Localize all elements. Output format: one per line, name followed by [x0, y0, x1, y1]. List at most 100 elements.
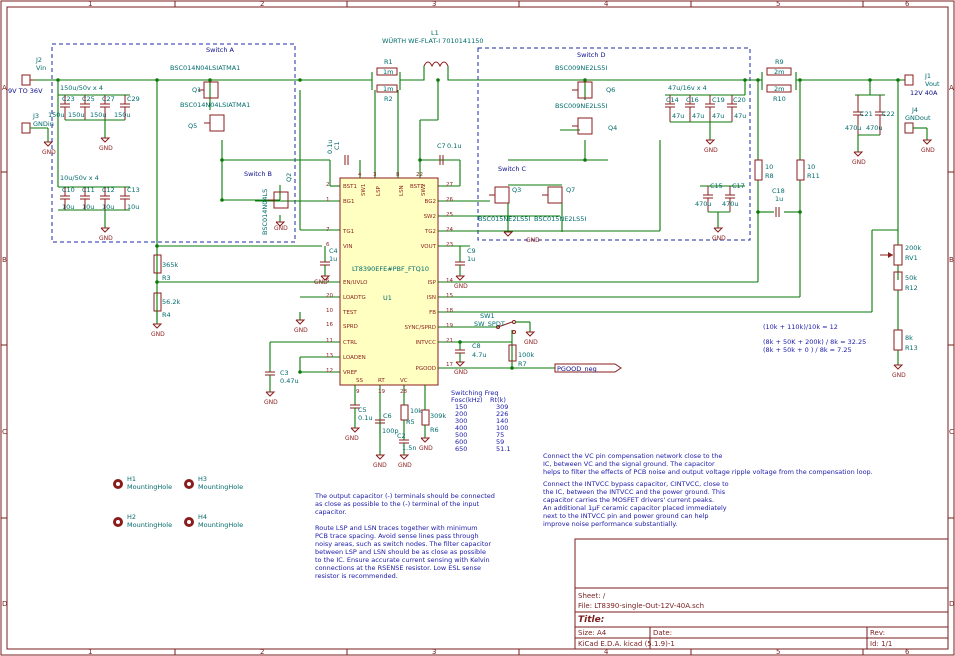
resistor-r2[interactable]: 1m R2	[376, 84, 398, 103]
svg-text:59: 59	[496, 438, 504, 446]
gnd-c2: GND	[398, 462, 412, 469]
c20-ref: C20	[733, 96, 746, 104]
capacitor-c9[interactable]: C9 1u	[455, 247, 476, 276]
c29-value: 150u	[114, 111, 131, 119]
resistor-r4[interactable]: 56.2k R4	[153, 292, 180, 324]
capacitor-c1[interactable]: 0.1u C1	[326, 140, 349, 165]
svg-text:Switching Freq: Switching Freq	[451, 389, 499, 397]
svg-text:500: 500	[455, 431, 467, 439]
row-label-b: B	[2, 256, 7, 264]
mosfet-q3[interactable]: Q3 BSC015NE2LS5I	[478, 186, 530, 223]
svg-text:MountingHole: MountingHole	[198, 521, 243, 529]
svg-text:19: 19	[378, 389, 385, 395]
mosfet-q4[interactable]: Q4 BSC009NE2LS5I	[555, 102, 617, 135]
svg-text:BSC015NE2LS5I: BSC015NE2LS5I	[534, 215, 586, 223]
mounting-hole-h2: H2 MountingHole	[113, 513, 172, 529]
input-bulk-caps: 150u/50v x 4 C23 C25 C27 C29 150u 150u 1…	[48, 84, 140, 138]
feedback-equations: (10k + 110k)/10k = 12 (8k + 50K + 200k) …	[763, 323, 866, 354]
resistor-r6[interactable]: 309k R6	[421, 409, 446, 438]
connector-j2[interactable]: J2 Vin 9V TO 36V	[8, 56, 46, 95]
col-label-2-bottom: 2	[260, 648, 264, 656]
capacitor-c8[interactable]: C8 4.7u	[455, 342, 486, 362]
svg-text:1u: 1u	[329, 255, 337, 263]
resistor-r1[interactable]: R1 1m	[376, 58, 398, 76]
pgood-net-label: PGOOD_neg	[554, 363, 622, 373]
svg-text:22: 22	[416, 172, 423, 178]
c12-ref: C12	[102, 186, 115, 194]
svg-text:15: 15	[446, 293, 453, 299]
row-label-a: A	[2, 84, 7, 92]
svg-text:R5: R5	[406, 418, 415, 426]
svg-text:25: 25	[446, 212, 453, 218]
svg-text:INTVCC: INTVCC	[415, 340, 436, 346]
resistor-r7[interactable]: 100k R7	[508, 344, 534, 368]
mosfet-q7[interactable]: Q7 BSC015NE2LS5I	[534, 186, 586, 223]
c29-ref: C29	[127, 95, 140, 103]
resistor-r5[interactable]: 10k R5	[400, 404, 422, 426]
connector-j4[interactable]: J4 GNDout	[904, 106, 931, 140]
capacitor-c6[interactable]: C6 100p	[375, 412, 399, 455]
potentiometer-rv1[interactable]: 200k RV1	[880, 244, 921, 266]
note-intvcc-bypass: Connect the INTVCC bypass capacitor, CIN…	[543, 480, 729, 528]
gnd-r6: GND	[419, 445, 433, 452]
svg-text:16: 16	[326, 322, 333, 328]
connector-j3[interactable]: J3 GNDin	[21, 112, 54, 142]
resistor-r8[interactable]: 10 R8	[754, 159, 774, 181]
svg-text:RV1: RV1	[905, 254, 918, 262]
svg-text:H2: H2	[127, 513, 136, 521]
mosfet-q6[interactable]: Q6 BSC009NE2LS5I	[555, 64, 615, 99]
capacitor-c2[interactable]: C2 1.5n	[397, 432, 416, 455]
svg-text:200: 200	[455, 410, 467, 418]
c15-ref: C15	[710, 182, 723, 190]
svg-text:0.1u: 0.1u	[358, 414, 372, 422]
capacitor-c7[interactable]: C7 0.1u	[437, 142, 461, 165]
resistor-r3[interactable]: 365k R3	[153, 254, 178, 282]
resistor-r10[interactable]: 2m R10	[766, 84, 792, 103]
svg-text:8k: 8k	[905, 334, 913, 342]
svg-text:2m: 2m	[774, 68, 784, 76]
svg-text:R3: R3	[162, 274, 171, 282]
note-sense-routing: Route LSP and LSN traces together with m…	[315, 524, 491, 580]
svg-text:J1: J1	[924, 72, 931, 80]
input-ceramic-caps: 10u/50v x 4 C10 C11 C12 C13 10u 10u 10u …	[60, 174, 140, 228]
svg-text:BSC015NE2LS5I: BSC015NE2LS5I	[478, 215, 530, 223]
input-bulk-caps-label: 150u/50v x 4	[60, 84, 103, 92]
mosfet-q5[interactable]: Q5 BSC014N04LSIATMA1	[180, 101, 250, 132]
row-label-d-right: D	[949, 600, 954, 608]
inductor-l1[interactable]: L1 WÜRTH WE-FLAT-I 7010141150	[382, 29, 484, 68]
svg-text:R6: R6	[430, 426, 439, 434]
svg-text:SS: SS	[356, 378, 363, 384]
svg-text:1u: 1u	[467, 255, 475, 263]
row-label-c: C	[2, 428, 7, 436]
capacitor-c3[interactable]: C3 0.47u	[265, 369, 299, 392]
mosfet-q2[interactable]: Q2 BSC014N04LS	[261, 173, 293, 235]
svg-text:R10: R10	[773, 95, 786, 103]
connector-j1[interactable]: J1 Vout 12V 40A	[904, 72, 940, 97]
col-label-1-bottom: 1	[88, 648, 92, 656]
junction-dots	[56, 78, 900, 374]
resistor-r9[interactable]: R9 2m	[766, 58, 792, 76]
resistor-r13[interactable]: 8k R13	[893, 329, 918, 352]
ic-u1-value: LT8390EFE#PBF_FTQ10	[352, 265, 429, 273]
resistor-r12[interactable]: 50k R12	[893, 271, 918, 292]
svg-text:27: 27	[446, 182, 453, 188]
gnd-q2: GND	[274, 225, 288, 232]
svg-text:R8: R8	[765, 172, 774, 180]
capacitor-c5[interactable]: C5 0.1u	[350, 404, 372, 428]
svg-text:H4: H4	[198, 513, 207, 521]
c22-value: 470u	[866, 124, 883, 132]
svg-text:7: 7	[326, 227, 330, 233]
gnd-q3: GND	[526, 237, 540, 244]
gnd-c3: GND	[264, 399, 278, 406]
svg-text:PGOOD: PGOOD	[416, 366, 436, 372]
svg-text:MountingHole: MountingHole	[127, 483, 172, 491]
svg-text:4.7u: 4.7u	[472, 351, 486, 359]
resistor-r11[interactable]: 10 R11	[796, 159, 820, 181]
svg-text:SW2: SW2	[424, 214, 436, 220]
switch-sw1[interactable]: SW1 SW_SPDT	[474, 312, 531, 334]
mosfet-q1[interactable]: Q1 BSC014N04LSIATMA1	[170, 64, 240, 99]
capacitor-c18[interactable]: C18 1u	[772, 187, 785, 217]
capacitor-c4[interactable]: C4 1u	[320, 247, 338, 276]
col-label-5-bottom: 5	[776, 648, 780, 656]
